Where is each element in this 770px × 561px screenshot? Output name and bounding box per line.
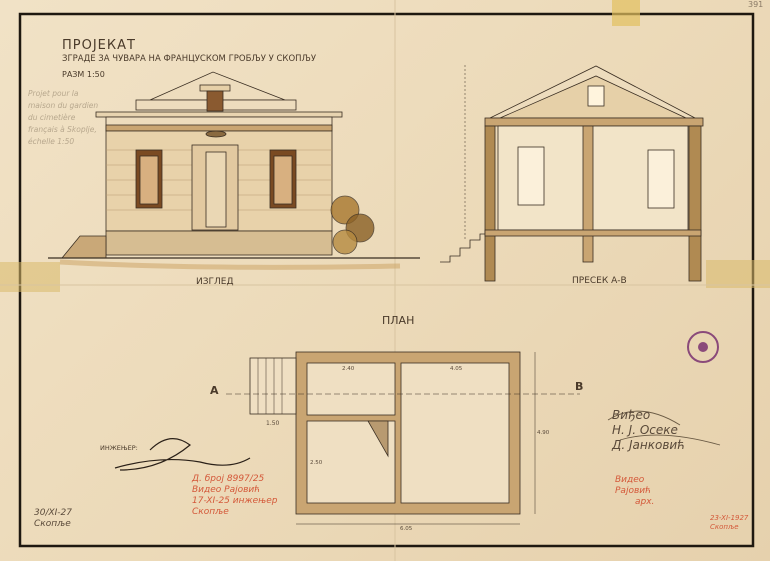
tape-left: [0, 262, 60, 292]
tape-right: [706, 260, 770, 288]
section-mark-a: А: [210, 384, 219, 397]
dim-plan-depth: 4.90: [537, 430, 550, 436]
floor-plan: [226, 351, 580, 525]
section-label: ПРЕСЕК А-B: [572, 276, 627, 286]
drawing-title: ПРОЈЕКАТ: [62, 38, 136, 53]
elevation-label: ИЗГЛЕД: [196, 277, 234, 287]
dim-room-c: 2.50: [310, 460, 323, 466]
dim-plan-width: 6.05: [400, 526, 413, 532]
engineer-label: ИНЖЕЊЕР:: [100, 444, 138, 452]
page-number: 391: [748, 0, 764, 9]
red-note-right: Видео Рајовић арх.: [615, 475, 655, 507]
dim-room-a: 2.40: [342, 366, 355, 372]
tape-top: [612, 0, 640, 26]
red-note-left: Д. број 8997/25 Видео Рајовић 17-XI-25 и…: [192, 474, 278, 517]
drawing-scale: РАЗМ 1:50: [62, 70, 105, 79]
engineer-signature: [114, 438, 251, 471]
pencil-note: Projet pour la maison du gardien du cime…: [28, 89, 99, 146]
drawing-subtitle: ЗГРАДЕ ЗА ЧУВАРА НА ФРАНЦУСКОМ ГРОБЉУ У …: [62, 54, 316, 64]
dim-room-b: 4.05: [450, 366, 463, 372]
front-elevation: [48, 71, 420, 259]
dim-step: 1.50: [266, 420, 280, 427]
stamp: [687, 331, 719, 363]
plan-label: ПЛАН: [382, 314, 415, 327]
section-mark-b: B: [575, 380, 584, 393]
cross-section: [440, 65, 704, 282]
